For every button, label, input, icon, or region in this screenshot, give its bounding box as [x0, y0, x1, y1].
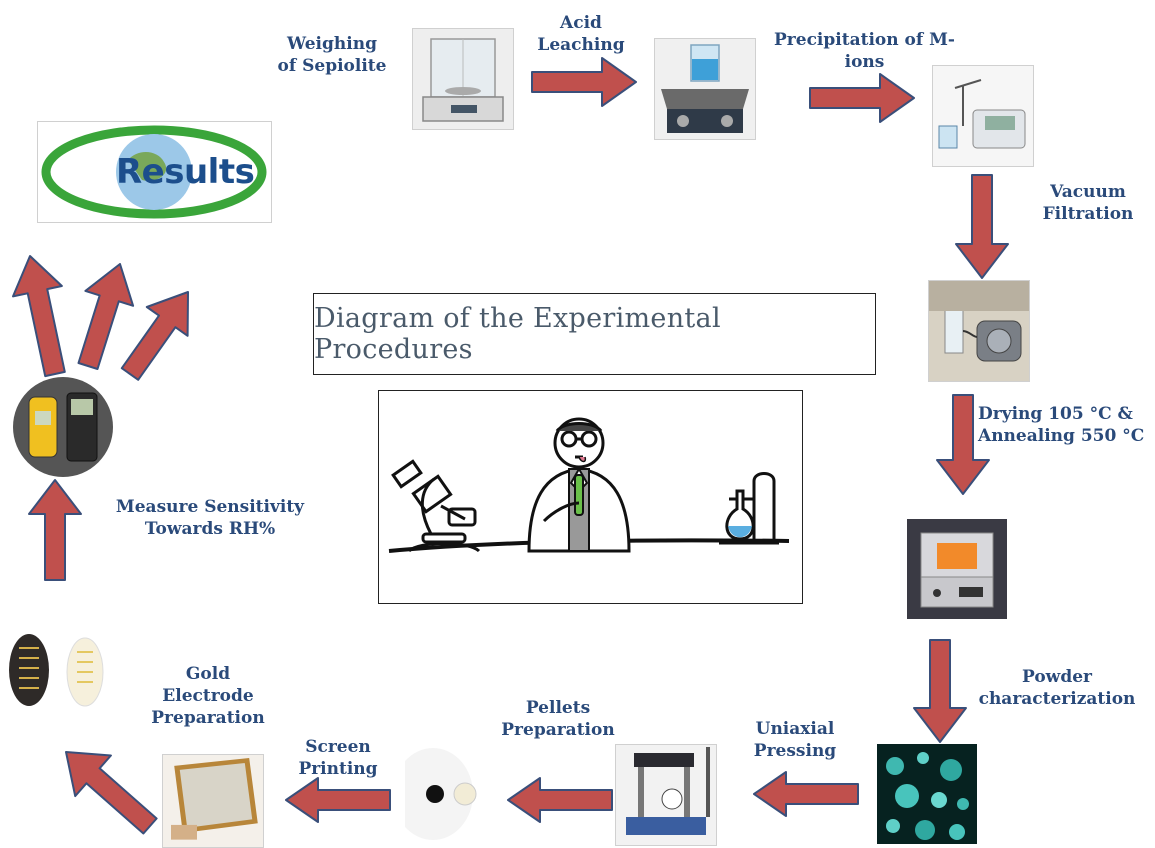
arrow-result-1 [12, 255, 66, 378]
analytical-balance-image [412, 28, 514, 130]
arrow-drying-to-powder [913, 639, 967, 743]
arrow-gold-to-measure [28, 479, 82, 581]
arrow-result-2 [77, 263, 135, 370]
label-powder-characterization: Powder characterization [978, 667, 1136, 709]
arrow-result-3 [120, 291, 189, 381]
hygrometer-image [13, 377, 113, 477]
arrow-powder-to-pressing [753, 771, 859, 817]
label-precipitation: Precipitation of M- ions [774, 30, 955, 72]
press-icon [616, 745, 716, 845]
vacuum-pump-icon [929, 281, 1029, 381]
arrow-pressing-to-pellets [507, 777, 613, 823]
balance-icon [413, 29, 513, 129]
globe-icon [41, 125, 267, 219]
screen-frame-icon [163, 755, 263, 847]
particles-icon [877, 744, 977, 844]
label-pellets-preparation: Pellets Preparation [501, 698, 615, 740]
hotplate-icon [655, 39, 755, 139]
label-weighing: Weighing of Sepiolite [277, 34, 387, 76]
hotplate-stirrer-image [654, 38, 756, 140]
powder-particles-image [877, 744, 977, 844]
pellets-icon [405, 748, 477, 840]
diagram-title-box: Diagram of the Experimental Procedures [313, 293, 876, 375]
arrow-screen-to-gold [65, 751, 158, 835]
results-logo-text: Results [116, 152, 255, 192]
label-measure-sensitivity: Measure Sensitivity Towards RH% [115, 497, 305, 539]
screen-printing-frame-image [162, 754, 264, 848]
furnace-icon [907, 519, 1007, 619]
label-acid-leaching: Acid Leaching [537, 13, 625, 55]
arrow-acid-to-precipitation [809, 73, 915, 123]
gold-electrodes-image [5, 626, 105, 726]
results-logo: Results [37, 121, 272, 223]
label-vacuum-filtration: Vacuum Filtration [1042, 182, 1134, 224]
vacuum-filtration-image [928, 280, 1030, 382]
label-drying: Drying 105 °C & Annealing 550 °C [978, 404, 1145, 446]
label-uniaxial-pressing: Uniaxial Pressing [753, 719, 837, 761]
scientist-drawing [388, 417, 790, 553]
label-screen-printing: Screen Printing [298, 737, 378, 779]
furnace-image [907, 519, 1007, 619]
diagram-title: Diagram of the Experimental Procedures [314, 303, 721, 365]
arrow-pellets-to-screen [285, 777, 391, 823]
pellets-image [405, 744, 505, 844]
hygrometer-icon [13, 377, 113, 477]
scientist-illustration [378, 390, 803, 604]
label-gold-electrode: Gold Electrode Preparation [151, 664, 265, 728]
arrow-weighing-to-acid [531, 57, 637, 107]
arrow-precipitation-to-filtration [955, 174, 1009, 279]
electrode-icon [9, 634, 104, 707]
uniaxial-press-image [615, 744, 717, 846]
ph-meter-image [932, 65, 1034, 167]
ph-meter-icon [933, 66, 1033, 166]
